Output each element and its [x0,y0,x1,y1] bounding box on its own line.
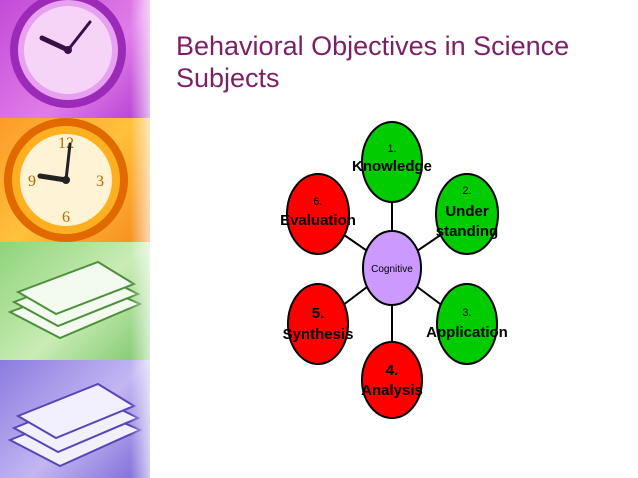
clock-icon: 12 9 3 6 [4,118,128,242]
svg-text:3: 3 [96,173,104,190]
node-application: 3. Application [426,283,508,365]
node-understanding-label-line2: standing [436,223,499,240]
node-evaluation: 6. Evaluation [280,173,356,255]
node-knowledge: 1. Knowledge [352,121,432,203]
clock-image-orange: 12 9 3 6 [0,118,150,242]
strip-fade [130,0,160,478]
paper-stack-image-green [0,242,150,360]
node-analysis: 4. Analysis [361,341,423,419]
decorative-image-strip: 12 9 3 6 [0,0,160,478]
node-application-number: 3. [462,307,471,319]
node-analysis-label: Analysis [361,382,423,399]
node-application-label: Application [426,324,508,341]
clock-image-purple [0,0,150,118]
node-knowledge-label: Knowledge [352,158,432,175]
svg-text:6: 6 [62,209,70,226]
title-line-2: Subjects [176,63,280,93]
node-understanding: 2. Under standing [435,173,499,255]
node-understanding-label-line1: Under [445,203,489,220]
slide-title: Behavioral Objectives in Science Subject… [176,30,616,94]
title-line-1: Behavioral Objectives in Science [176,31,570,61]
node-analysis-number: 4. [386,362,399,379]
svg-text:9: 9 [28,173,36,190]
paper-stack-icon [7,260,143,340]
node-center-cognitive: Cognitive [362,230,422,306]
node-evaluation-number: 6. [313,196,322,208]
paper-stack-icon [7,382,143,468]
node-synthesis: 5. Synthesis [283,283,354,365]
clock-icon [10,0,126,108]
paper-stack-image-violet [0,360,150,478]
center-label: Cognitive [371,264,413,275]
node-evaluation-label: Evaluation [280,212,356,229]
node-synthesis-label: Synthesis [283,326,354,343]
node-understanding-number: 2. [462,185,471,197]
node-synthesis-number: 5. [312,305,325,322]
node-knowledge-number: 1. [387,143,396,155]
